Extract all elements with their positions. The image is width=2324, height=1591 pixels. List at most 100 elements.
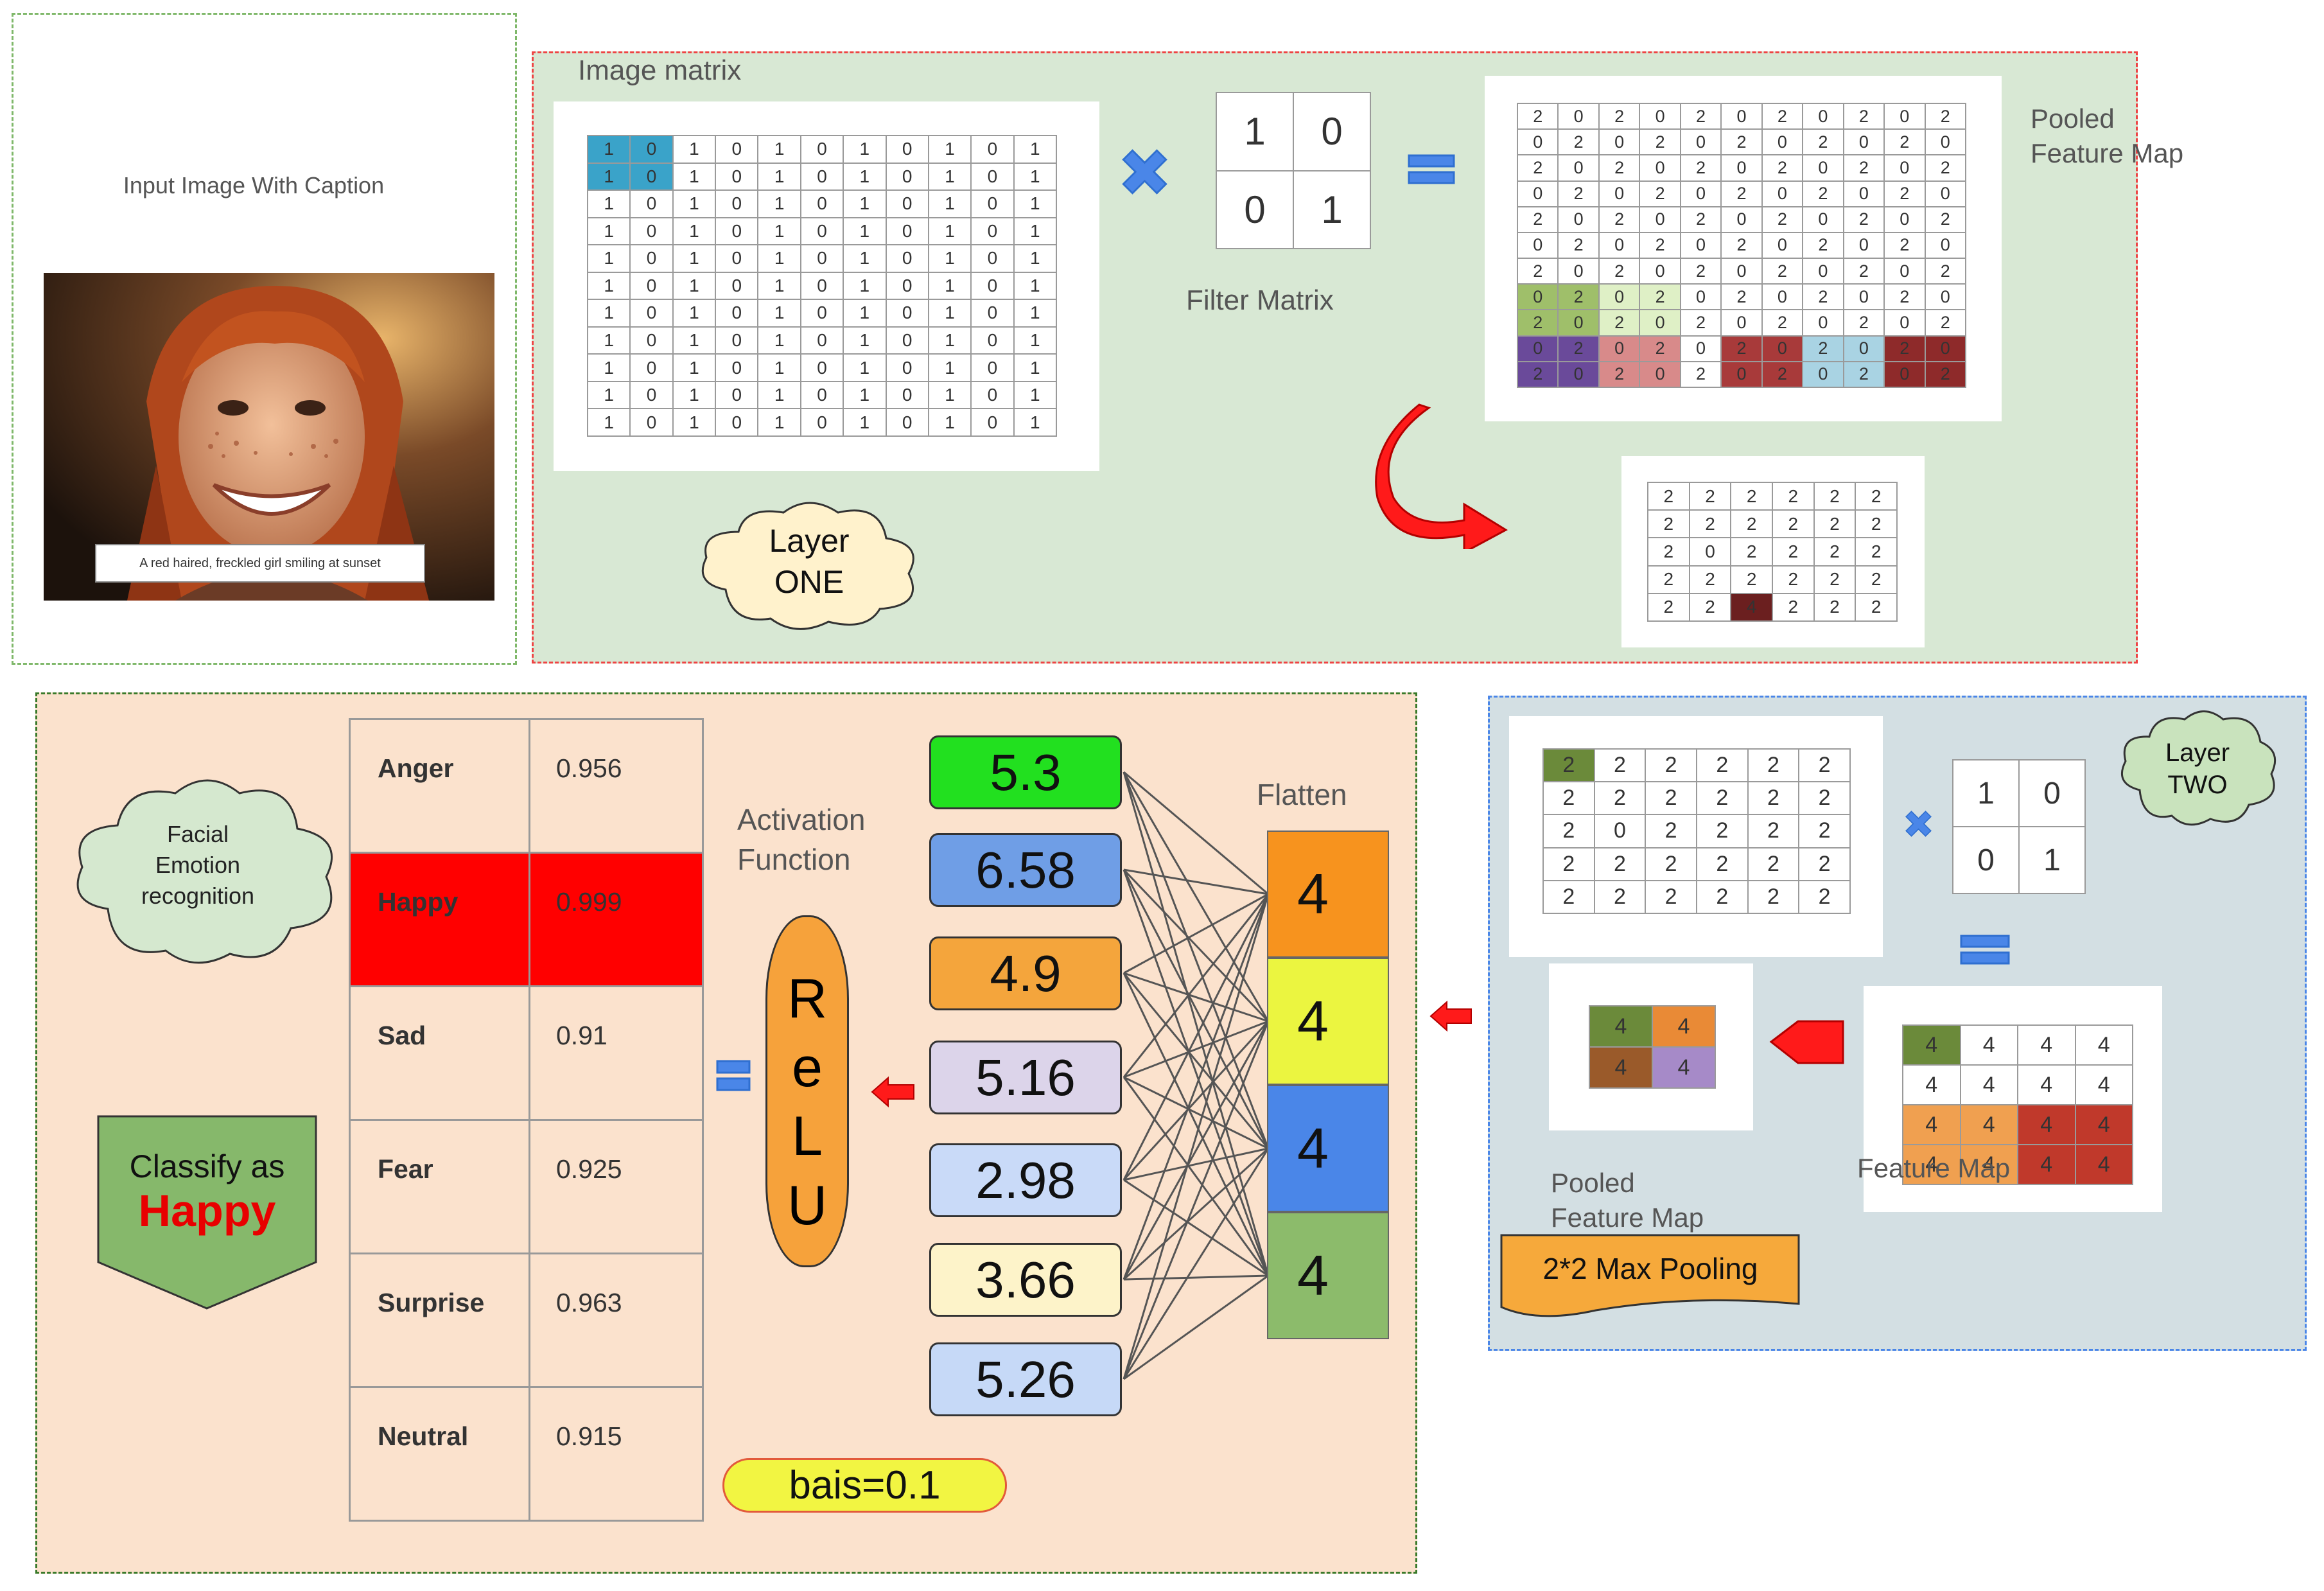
matrix-cell: 4 (2074, 1144, 2133, 1185)
matrix-cell: 2 (1679, 360, 1722, 389)
matrix-cell: 2 (1695, 781, 1749, 816)
dense-neuron: 2.98 (929, 1143, 1122, 1217)
emotion-score: 0.999 (529, 852, 704, 987)
connection-line (1123, 771, 1270, 1022)
matrix-cell: 2 (1883, 335, 1926, 362)
matrix-cell: 0 (715, 189, 759, 218)
matrix-cell: 1 (1013, 216, 1058, 246)
matrix-cell: 1 (757, 189, 801, 218)
matrix-cell: 1 (672, 353, 717, 382)
matrix-cell: 0 (799, 353, 844, 382)
dense-neuron: 3.66 (929, 1243, 1122, 1317)
matrix-cell: 2 (1688, 592, 1732, 622)
matrix-cell: 1 (1013, 326, 1058, 355)
matrix-cell: 2 (1855, 509, 1898, 539)
equals-icon-classifier (716, 1060, 751, 1096)
matrix-cell: 2 (1542, 781, 1595, 816)
matrix-cell: 1 (927, 380, 972, 410)
matrix-cell: 2 (1771, 592, 1815, 622)
matrix-cell: 1 (757, 299, 801, 328)
matrix-cell: 0 (1639, 360, 1681, 389)
matrix-cell: 1 (672, 189, 717, 218)
connection-line (1123, 1274, 1269, 1380)
matrix-cell: 0 (1883, 360, 1926, 389)
connection-line (1123, 972, 1270, 1276)
matrix-cell: 0 (1720, 360, 1763, 389)
matrix-cell: 2 (1802, 128, 1844, 156)
connection-line (1123, 893, 1270, 1078)
matrix-cell: 2 (1747, 879, 1800, 915)
matrix-cell: 0 (629, 271, 674, 301)
matrix-cell: 0 (1924, 128, 1967, 156)
matrix-cell: 0 (1557, 309, 1600, 337)
layer-two-cloud: Layer TWO (2114, 703, 2281, 832)
matrix-cell: 2 (1593, 781, 1647, 816)
matrix-cell: 0 (970, 135, 1015, 164)
flatten-label: Flatten (1257, 778, 1347, 811)
activation-function-label: Activation Function (737, 803, 866, 876)
matrix-cell: 4 (2017, 1064, 2076, 1105)
matrix-cell: 0 (1761, 231, 1804, 259)
dense-neuron: 5.26 (929, 1342, 1122, 1416)
matrix-cell: 1 (586, 408, 631, 437)
matrix-cell: 2 (1813, 509, 1857, 539)
matrix-cell: 1 (672, 135, 717, 164)
connection-line (1123, 1020, 1270, 1181)
matrix-cell: 2 (1679, 309, 1722, 337)
connection-line (1123, 771, 1269, 895)
matrix-cell: 2 (1813, 565, 1857, 594)
matrix-cell: 2 (1645, 781, 1697, 816)
relu-letter-e: e (792, 1037, 823, 1098)
matrix-cell: 2 (1883, 180, 1926, 207)
matrix-cell: 1 (843, 380, 887, 410)
matrix-cell: 4 (1959, 1104, 2018, 1145)
matrix-cell: 1 (927, 271, 972, 301)
matrix-cell: 2 (1679, 102, 1722, 130)
matrix-cell: 2 (1720, 231, 1763, 259)
emotion-score: 0.915 (529, 1386, 704, 1522)
matrix-cell: 0 (1802, 258, 1844, 285)
classify-result: Happy (138, 1186, 276, 1236)
matrix-cell: 2 (1647, 592, 1690, 622)
matrix-cell: 0 (629, 135, 674, 164)
matrix-cell: 1 (1013, 135, 1058, 164)
matrix-cell: 2 (1516, 206, 1559, 233)
connection-line (1123, 893, 1270, 1380)
matrix-cell: 2 (1855, 481, 1898, 511)
relu-letter-r: R (787, 968, 828, 1030)
flatten-arrow-icon (1429, 1000, 1474, 1035)
matrix-cell: 2 (1883, 231, 1926, 259)
matrix-cell: 2 (1647, 509, 1690, 539)
matrix-cell: 2 (1645, 847, 1697, 881)
matrix-cell: 2 (1695, 847, 1749, 881)
matrix-cell: 0 (715, 271, 759, 301)
matrix-cell: 0 (629, 189, 674, 218)
matrix-cell: 0 (885, 189, 929, 218)
matrix-cell: 2 (1639, 283, 1681, 311)
matrix-cell: 2 (1924, 258, 1967, 285)
matrix-cell: 0 (885, 216, 929, 246)
matrix-cell: 0 (1720, 309, 1763, 337)
matrix-cell: 4 (1959, 1024, 2018, 1066)
matrix-cell: 2 (1924, 360, 1967, 389)
matrix-cell: 0 (629, 216, 674, 246)
matrix-cell: 2 (1771, 565, 1815, 594)
matrix-cell: 2 (1516, 360, 1559, 389)
relu-letter-u: U (787, 1175, 828, 1236)
multiply-icon-layer-two (1901, 806, 1936, 845)
emotion-cloud-label: Facial Emotion recognition (141, 821, 255, 909)
matrix-cell: 1 (843, 135, 887, 164)
matrix-cell: 2 (1747, 847, 1800, 881)
matrix-cell: 2 (1842, 102, 1885, 130)
matrix-cell: 4 (1902, 1104, 1961, 1145)
matrix-cell: 2 (1557, 335, 1600, 362)
matrix-cell: 0 (1679, 283, 1722, 311)
equals-icon-layer-two (1960, 935, 2011, 970)
matrix-cell: 1 (927, 189, 972, 218)
matrix-cell: 0 (2018, 759, 2086, 827)
matrix-cell: 0 (629, 353, 674, 382)
matrix-cell: 2 (1695, 748, 1749, 783)
matrix-cell: 0 (1761, 283, 1804, 311)
input-panel-title: Input Image With Caption (123, 172, 385, 198)
